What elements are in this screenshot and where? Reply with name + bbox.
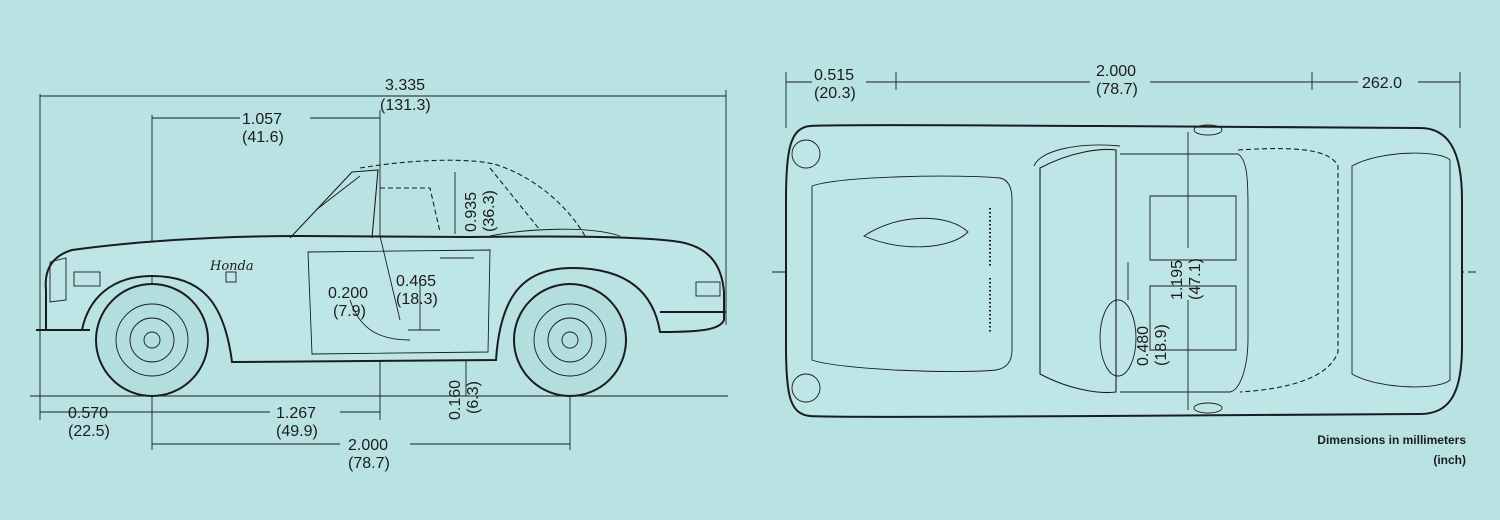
dim-inch: (49.9): [276, 423, 318, 440]
side-top-height-label: 0.935 (36.3): [463, 190, 498, 232]
dim-mm: 0.570: [68, 405, 108, 422]
side-overall-length-label: 3.335 (131.3): [380, 77, 431, 114]
side-seat-height-label: 0.465 (18.3): [396, 273, 438, 308]
caption-line-1: Dimensions in millimeters: [1317, 433, 1466, 447]
dim-mm: 1.057: [242, 111, 282, 128]
dim-mm: 1.267: [276, 405, 316, 422]
dim-inch: (7.9): [333, 303, 366, 320]
top-seat-width-label: 0.480 (18.9): [1135, 324, 1170, 366]
dim-inch: (47.1): [1187, 258, 1204, 300]
top-front-overhang-label: 0.515 (20.3): [814, 67, 856, 102]
side-front-wheel: [95, 283, 209, 397]
dim-inch: (36.3): [481, 190, 498, 232]
top-car-body: [785, 124, 1463, 418]
dim-mm: 0.515: [814, 67, 854, 84]
dim-mm: 0.935: [463, 192, 480, 232]
dim-inch: (131.3): [380, 97, 431, 114]
dim-mm: 0.480: [1135, 326, 1152, 366]
dim-mm: 1.195: [1169, 260, 1186, 300]
dim-inch: (18.3): [396, 291, 438, 308]
brand-script: Honda: [209, 259, 254, 274]
top-overall-width-label: 1.195 (47.1): [1169, 258, 1204, 300]
dim-inch: (20.3): [814, 85, 856, 102]
side-axle-to-seat-label: 1.267 (49.9): [276, 405, 318, 440]
dim-mm: 0.465: [396, 273, 436, 290]
top-view: 0.515 (20.3) 2.000 (78.7) 262.0 1.195 (4…: [772, 63, 1476, 418]
side-rear-wheel: [513, 283, 627, 397]
side-view: Honda 3.3: [30, 77, 728, 472]
top-rear-overhang-label: 262.0: [1362, 75, 1402, 92]
dim-mm: 0.160: [447, 380, 464, 420]
dim-mm: 3.335: [385, 77, 425, 94]
side-front-overhang-label: 0.570 (22.5): [68, 405, 110, 440]
dim-mm: 2.000: [1096, 63, 1136, 80]
dim-mm: 2.000: [348, 437, 388, 454]
dim-mm: 0.200: [328, 285, 368, 302]
units-caption: Dimensions in millimeters (inch): [1317, 433, 1466, 467]
dim-inch: (18.9): [1153, 324, 1170, 366]
side-seat-depth-label: 0.200 (7.9): [328, 285, 368, 320]
side-front-to-seat-label: 1.057 (41.6): [242, 111, 284, 146]
side-ground-clearance-label: 0.160 (6.3): [447, 380, 482, 420]
dim-inch: (22.5): [68, 423, 110, 440]
dim-inch: (41.6): [242, 129, 284, 146]
caption-line-2: (inch): [1433, 453, 1466, 467]
dim-inch: (78.7): [348, 455, 390, 472]
side-wheelbase-label: 2.000 (78.7): [348, 437, 390, 472]
top-wheelbase-label: 2.000 (78.7): [1096, 63, 1138, 98]
side-car-body: Honda: [36, 159, 726, 364]
dim-mm: 262.0: [1362, 75, 1402, 92]
dim-inch: (6.3): [465, 381, 482, 414]
dim-inch: (78.7): [1096, 81, 1138, 98]
